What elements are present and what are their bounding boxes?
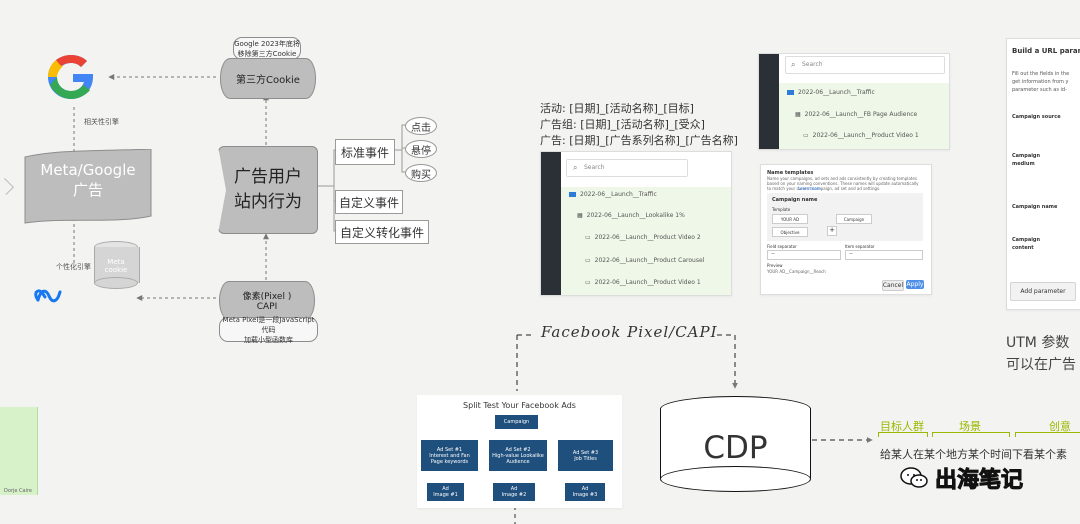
split-test-graphic: Split Test Your Facebook Ads Campaign Ad… [417, 395, 622, 508]
ad-set-2-box: Ad Set #2 High-value Lookalike Audience [489, 440, 547, 471]
preview-text: YOUR AD__Campaign__Reach [767, 269, 826, 274]
ad-set-1-box: Ad Set #1 Interest and Fan Page keywords [421, 440, 478, 471]
third-party-cookie-node: 第三方Cookie [220, 58, 316, 99]
middle-row-traffic[interactable]: 2022-06__Launch__Traffic [569, 191, 724, 198]
campaign-name-label: Campaign name [772, 197, 818, 203]
middle-search-icon: ⌕ [573, 163, 578, 172]
standard-event-node: 标准事件 [335, 139, 395, 165]
targeting-creative-label: 创意 [1049, 420, 1071, 433]
middle-search-placeholder: Search [584, 164, 605, 171]
right-top-search-icon: ⌕ [791, 60, 796, 69]
right-top-search-placeholder: Search [802, 61, 823, 68]
cdp-label: CDP [703, 430, 768, 466]
meta-google-ads-node: Meta/Google 广告 [24, 148, 152, 224]
name-templates-title: Name templates [767, 170, 814, 176]
folder-icon [569, 192, 576, 197]
campaign-naming-rule: 活动: [日期]_[活动名称]_[目标] [540, 102, 694, 115]
cdp-node: CDP [660, 396, 811, 492]
item-separator-select[interactable]: — [845, 250, 923, 260]
custom-conversion-event-node: 自定义转化事件 [335, 220, 429, 244]
campaign-tree-panel-middle: ⌕ Search 2022-06__Launch__Traffic ▦ 2022… [540, 151, 732, 296]
campaign-name-label-url: Campaign name [1012, 204, 1058, 210]
middle-panel-sidebar [541, 152, 561, 295]
google-cookie-note: Google 2023年底将 移除第三方Cookie [233, 37, 301, 60]
folder-icon [787, 90, 794, 95]
name-templates-learn-more[interactable]: Learn more [798, 186, 821, 191]
wechat-icon [899, 466, 929, 490]
ad-set-3-box: Ad Set #3 Job Titles [558, 440, 613, 471]
campaign-medium-label: Campaign medium [1012, 153, 1041, 167]
middle-row-product-carousel[interactable]: ▭ 2022-06__Launch__Product Carousel [585, 257, 705, 264]
template-tag-objective[interactable]: Objective [772, 227, 808, 237]
meta-logo-icon [34, 288, 64, 304]
watermark-text: 出海笔记 [934, 468, 1024, 494]
campaign-source-label: Campaign source [1012, 114, 1061, 120]
google-logo-icon [40, 50, 104, 105]
campaign-content-label: Campaign content [1012, 237, 1041, 251]
click-event-node: 点击 [405, 117, 437, 135]
targeting-bracket-2 [932, 432, 1010, 437]
purchase-event-node: 购买 [405, 164, 437, 182]
field-separator-label: Field separator [767, 244, 797, 249]
name-templates-panel: Name templates Name your campaigns, ad s… [760, 164, 932, 295]
right-top-row-fb-page-audience[interactable]: ▦ 2022-06__Launch__FB Page Audience [795, 111, 918, 118]
middle-panel-search-box[interactable] [566, 159, 688, 177]
ad-icon: ▭ [585, 279, 591, 286]
template-tag-campaign[interactable]: Campaign [836, 214, 872, 224]
targeting-audience-label: 目标人群 [880, 420, 924, 433]
targeting-bracket-3 [1015, 432, 1080, 437]
ad-icon: ▭ [803, 132, 809, 139]
middle-row-product-video-2[interactable]: ▭ 2022-06__Launch__Product Video 2 [585, 234, 701, 241]
add-template-field-button[interactable]: + [827, 226, 837, 236]
right-top-row-traffic[interactable]: 2022-06__Launch__Traffic [787, 89, 937, 96]
targeting-sentence: 给某人在某个地方某个时间下看某个素 [880, 448, 1067, 461]
meta-cookie-cylinder: Meta cookie [94, 241, 140, 289]
ad-image-1-box: Ad Image #1 [427, 483, 464, 501]
middle-row-product-video-1[interactable]: ▭ 2022-06__Launch__Product Video 1 [585, 279, 701, 286]
cancel-button[interactable]: Cancel [882, 280, 904, 291]
naming-convention-block: 活动: [日期]_[活动名称]_[目标] 广告组: [日期]_[活动名称]_[受… [540, 101, 738, 149]
grid-icon: ▦ [795, 111, 801, 118]
left-green-fragment [0, 407, 38, 495]
user-behavior-node: 广告用户 站内行为 [218, 146, 318, 234]
url-parameter-panel: Build a URL paramet Fill out the fields … [1006, 38, 1080, 310]
field-separator-select[interactable]: — [767, 250, 841, 260]
ad-image-2-box: Ad Image #2 [493, 483, 535, 501]
url-panel-description: Fill out the fields in the get informati… [1012, 71, 1070, 93]
middle-row-lookalike[interactable]: ▦ 2022-06__Launch__Lookalike 1% [577, 212, 685, 219]
pixel-caption: Meta Pixel是一段JavaScript代码 加载小型函数库 [219, 316, 318, 344]
facebook-pixel-capi-label: Facebook Pixel/CAPI [541, 323, 718, 341]
grid-icon: ▦ [577, 212, 583, 219]
custom-event-node: 自定义事件 [335, 190, 403, 214]
template-tag-your-ad[interactable]: YOUR AD [772, 214, 808, 224]
targeting-bracket-1 [878, 432, 928, 437]
url-panel-title: Build a URL paramet [1012, 47, 1080, 55]
left-fragment-caption: Dorje Caire [4, 488, 32, 494]
ad-naming-rule: 广告: [日期]_[广告系列名称]_[广告名称] [540, 133, 738, 147]
hover-event-node: 悬停 [405, 140, 437, 158]
ad-icon: ▭ [585, 257, 591, 264]
ad-icon: ▭ [585, 234, 591, 241]
targeting-scene-label: 场景 [959, 420, 981, 433]
meta-personalization-engine-label: 个性化引擎 [56, 263, 91, 271]
split-test-campaign-box: Campaign [495, 415, 538, 429]
apply-button[interactable]: Apply [906, 280, 924, 289]
name-templates-description: Name your campaigns, ad sets and ads con… [767, 176, 919, 192]
template-label: Template [772, 207, 791, 212]
item-separator-label: Item separator [845, 244, 875, 249]
add-parameter-button[interactable]: Add parameter [1010, 282, 1076, 301]
preview-label: Preview [767, 263, 783, 268]
meta-cookie-label: Meta cookie [104, 258, 128, 274]
right-top-row-product-video-1[interactable]: ▭ 2022-06__Launch__Product Video 1 [803, 132, 919, 139]
split-test-title: Split Test Your Facebook Ads [463, 401, 576, 410]
campaign-tree-panel-right-top: ⌕ Search 2022-06__Launch__Traffic ▦ 2022… [758, 53, 950, 150]
ad-image-3-box: Ad Image #3 [565, 483, 605, 501]
utm-note: UTM 参数 可以在广告 [1006, 335, 1076, 373]
right-top-panel-sidebar [759, 54, 779, 149]
adgroup-naming-rule: 广告组: [日期]_[活动名称]_[受众] [540, 117, 705, 131]
google-related-engine-label: 相关性引擎 [84, 118, 119, 126]
pixel-capi-node: 像素(Pixel ) CAPI [219, 281, 315, 320]
right-top-search-box[interactable] [785, 56, 945, 74]
